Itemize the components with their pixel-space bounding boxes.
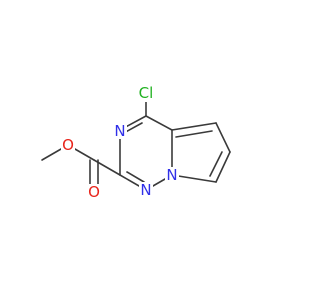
bond-c4a-c4 — [145, 115, 173, 131]
atom-nitrogen-1: N — [139, 181, 153, 199]
molecule-structure: Cl N N N O O — [41, 84, 231, 201]
atom-nitrogen-3: N — [113, 122, 127, 140]
nitrogen-3-label: N — [114, 122, 125, 140]
oxygen-ester-label: O — [62, 136, 74, 154]
bond-c4a-c5-second — [175, 130, 213, 138]
atom-oxygen-carbonyl: O — [87, 183, 101, 201]
bond-layer — [41, 91, 231, 191]
atom-label-layer: Cl N N N O O — [61, 84, 179, 201]
bond-c2-n1-second — [126, 171, 145, 183]
atom-oxygen-ester: O — [61, 136, 75, 154]
chlorine-label: Cl — [139, 84, 154, 102]
atom-chlorine: Cl — [134, 84, 158, 102]
nitrogen-bridge-label: N — [166, 166, 177, 184]
bond-c5-c6 — [215, 122, 231, 153]
bond-c4a-c5 — [171, 122, 217, 131]
bond-c6-c7 — [215, 151, 231, 183]
bond-c6-c7-second — [209, 151, 223, 177]
bond-c7-n8a — [171, 174, 217, 183]
oxygen-carbonyl-label: O — [88, 183, 100, 201]
nitrogen-1-label: N — [140, 181, 151, 199]
atom-nitrogen-bridge: N — [165, 166, 179, 184]
